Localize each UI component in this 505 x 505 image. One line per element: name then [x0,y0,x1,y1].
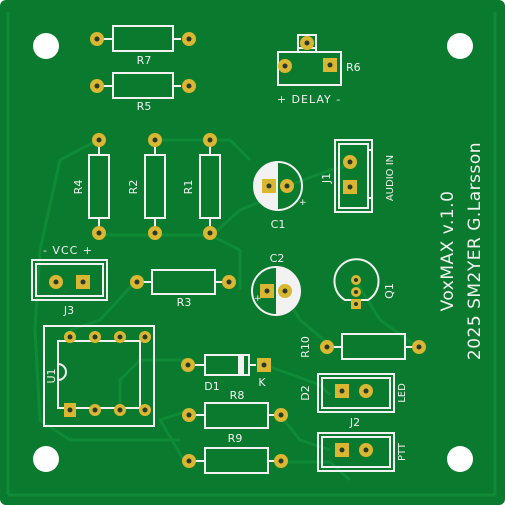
copper-traces [6,12,497,497]
label-c2-plus: + [254,294,262,304]
label-j3: J3 [63,304,74,317]
label-led: LED [397,383,408,403]
silkscreen-text: R7 R5 R6 + DELAY - R4 R2 R1 C1 + J1 AUDI… [43,54,485,461]
mounting-hole-bottom-right [447,446,473,472]
j1-body [334,139,373,213]
u1-body [43,325,155,427]
label-r5: R5 [137,100,152,113]
label-c2: C2 [270,252,285,265]
label-q1: Q1 [383,283,396,299]
label-r9: R9 [228,432,243,445]
d2-body [317,373,395,413]
label-ptt: PTT [397,442,408,461]
label-u1: U1 [45,368,58,383]
j3-body [31,259,108,301]
mounting-hole-bottom-left [33,446,59,472]
mounting-holes [33,33,473,472]
label-d2: D2 [299,385,312,400]
label-r4: R4 [72,180,85,195]
label-r2: R2 [127,180,140,195]
label-r3: R3 [177,296,192,309]
d1-cathode-band [238,355,244,375]
label-c1-plus: + [299,198,307,208]
label-r10: R10 [299,336,312,358]
r6-body [277,51,342,86]
board-title-line1: VoxMAX v.1.0 [438,191,458,312]
q1-body [333,258,380,301]
label-r6: R6 [346,61,361,74]
board-title-line2: 2025 SM2YER G.Larsson [465,142,485,360]
mounting-hole-top-left [33,33,59,59]
label-r8: R8 [230,389,245,402]
label-c1: C1 [271,218,286,231]
label-audio-in: AUDIO IN [385,155,396,201]
label-delay: + DELAY - [277,93,341,106]
label-r1: R1 [182,180,195,195]
label-j2: J2 [349,416,360,429]
j2-body [317,432,395,472]
label-r7: R7 [137,54,152,67]
pads [49,32,426,468]
label-d1: D1 [204,380,219,393]
mounting-hole-top-right [447,33,473,59]
label-j1: J1 [320,173,333,184]
label-k: K [258,376,266,389]
label-vcc: - VCC + [43,244,93,257]
